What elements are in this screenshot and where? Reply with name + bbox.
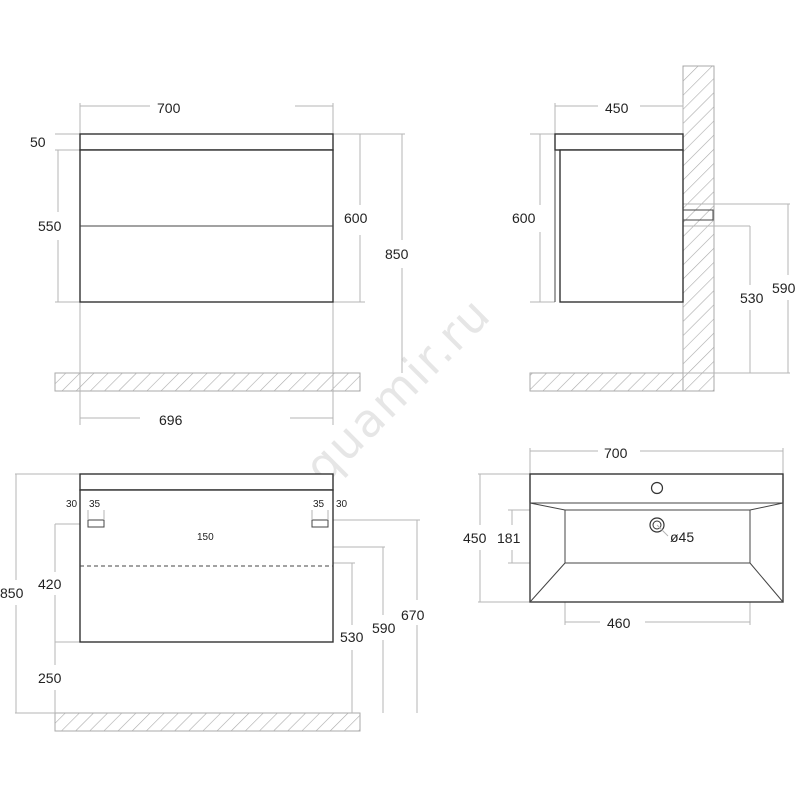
side-cabinet-body (559, 149, 684, 303)
mount-right-35-label: 35 (313, 499, 325, 510)
mount-total-850-label: 850 (0, 585, 24, 601)
front-countertop (79, 133, 334, 151)
top-faucet-hole (650, 481, 664, 495)
side-view: 450 600 530 590 (512, 65, 796, 392)
mount-floor-hatch (54, 712, 361, 732)
mount-left-bracket (87, 519, 105, 528)
mount-left-35-label: 35 (89, 499, 101, 510)
mount-h-670-label: 670 (401, 607, 425, 623)
front-total-height-label: 850 (385, 246, 409, 262)
mount-countertop (79, 473, 334, 491)
side-wall-bracket (682, 209, 714, 221)
mount-h-530-label: 530 (340, 629, 364, 645)
side-floor-hatch (529, 372, 684, 392)
top-sink-outline (529, 473, 784, 603)
top-basin-181-label: 181 (497, 530, 521, 546)
top-basin-width-label: 460 (607, 615, 631, 631)
front-top-thickness-label: 50 (30, 134, 46, 150)
front-bottom-width-label: 696 (159, 412, 183, 428)
front-view: 700 50 550 600 850 696 (30, 100, 409, 428)
top-width-label: 700 (604, 445, 628, 461)
side-countertop (554, 133, 684, 151)
top-drain-label: ø45 (670, 529, 694, 545)
mount-right-30-label: 30 (336, 499, 348, 510)
side-depth-label: 450 (605, 100, 629, 116)
top-depth-label: 450 (463, 530, 487, 546)
side-height-590-label: 590 (772, 280, 796, 296)
mount-left-30-label: 30 (66, 499, 78, 510)
mount-height-420-label: 420 (38, 576, 62, 592)
mounting-view: 30 35 35 30 150 420 250 850 530 590 670 (0, 473, 425, 732)
mount-right-bracket (311, 519, 329, 528)
front-width-label: 700 (157, 100, 181, 116)
side-height-530-label: 530 (740, 290, 764, 306)
front-height-600-label: 600 (344, 210, 368, 226)
top-view: 700 450 181 ø45 460 (463, 445, 784, 631)
mount-height-250-label: 250 (38, 670, 62, 686)
side-wall-hatch (682, 65, 715, 392)
front-floor-hatch (54, 372, 361, 392)
side-height-600-label: 600 (512, 210, 536, 226)
mount-h-590-label: 590 (372, 620, 396, 636)
top-basin-bowl (564, 509, 751, 564)
front-body-height-label: 550 (38, 218, 62, 234)
mount-spacing-150-label: 150 (197, 532, 214, 543)
